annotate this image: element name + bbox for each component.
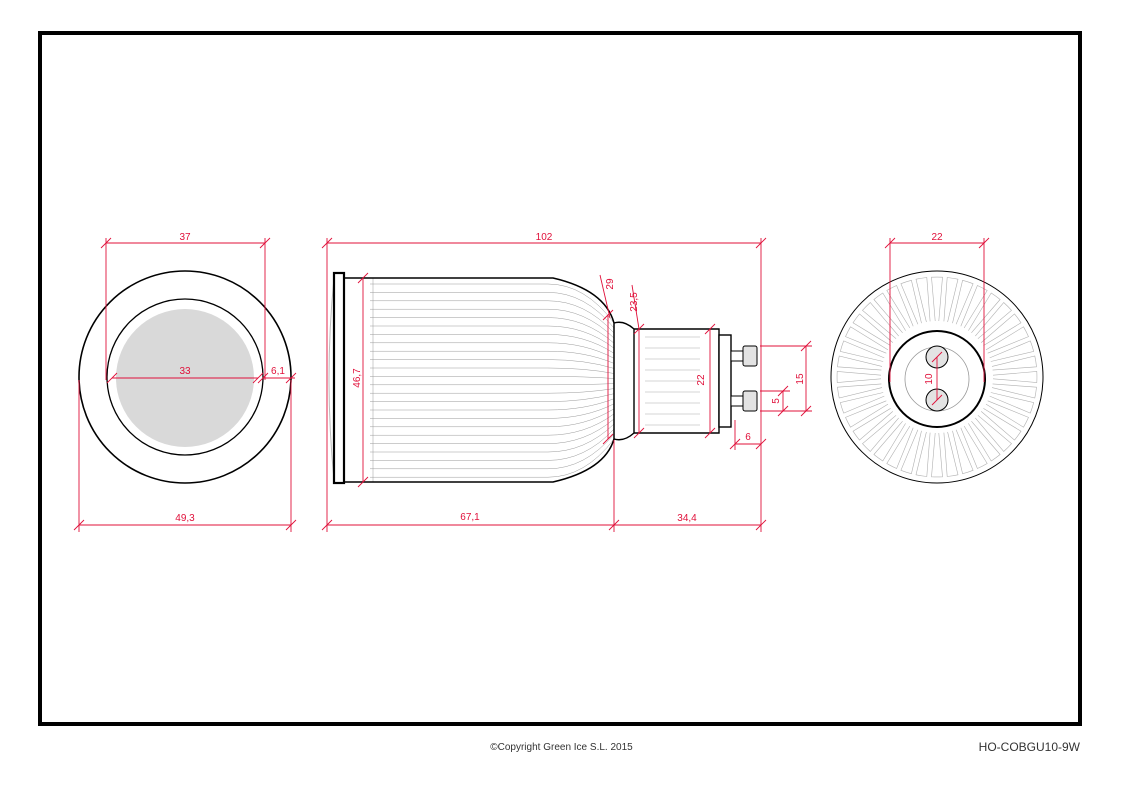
gu10-pins [730,345,758,412]
dim-hub-width: 22 [931,232,943,243]
dim-outer-diameter: 49,3 [175,513,195,524]
dim-total-length: 102 [536,232,553,243]
side-view [328,271,758,485]
dim-lens-diameter: 33 [179,366,191,377]
dim-base-height: 22 [696,374,707,386]
dim-body-length: 67,1 [460,512,480,523]
copyright-notice: ©Copyright Green Ice S.L. 2015 [490,742,633,753]
body-outline [345,277,615,483]
front-outer-circle [78,270,292,484]
front-flange [332,271,346,485]
dim-neck-height: 29 [605,278,616,290]
drawing-frame [38,31,1082,726]
dim-face-height: 46,7 [352,368,363,388]
front-dimension-labels: 37 33 6,1 49,3 [175,232,285,524]
front-dimensions [73,237,297,532]
front-inner-circle [106,298,264,456]
dim-pin-length: 6 [745,432,751,443]
model-code: HO-COBGU10-9W [978,740,1080,754]
heatsink-fins [836,276,1038,478]
dim-rim: 6,1 [271,366,285,377]
neck-collar [613,321,635,441]
dim-pin-spacing: 15 [795,373,806,385]
back-dimension-labels: 22 10 [924,232,943,385]
back-outer-circle [830,270,1044,484]
end-cap [718,334,732,428]
base-hatch [645,336,700,426]
dim-base-length: 34,4 [677,513,697,524]
dim-collar-height: 23,5 [629,292,640,312]
back-dimensions [884,237,990,406]
dim-pin-pitch: 10 [924,373,935,385]
body-hatch [370,278,614,482]
side-dimensions [321,237,812,532]
dim-inner-width: 37 [179,232,191,243]
side-dimension-labels: 102 46,7 29 23,5 22 15 5 6 67,1 34,4 [352,232,806,524]
dim-pin-size: 5 [771,398,782,404]
